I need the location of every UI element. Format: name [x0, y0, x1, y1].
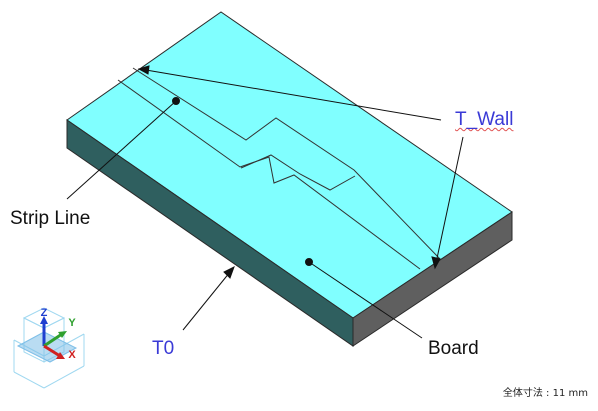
annotation-leaders	[66, 65, 464, 339]
t-wall-label: T_Wall	[455, 109, 514, 130]
x-axis-arrow	[43, 344, 61, 358]
t0-arrowhead	[223, 265, 235, 279]
axis-triad-icon: Z Y X	[13, 307, 85, 389]
board-label: Board	[428, 338, 479, 359]
strip-line-dot	[172, 97, 180, 105]
t-wall-leader-lower	[435, 136, 464, 264]
t-wall-arrowhead-lower	[431, 256, 441, 270]
strip-line-label: Strip Line	[10, 208, 91, 229]
strip-line-lower-edge	[117, 79, 421, 270]
board-dot	[305, 258, 313, 266]
dimension-note: 全体寸法 : 11 mm	[502, 388, 588, 399]
board-leader	[308, 261, 423, 339]
strip-line-center-edge	[240, 154, 356, 191]
strip-line-leader	[66, 100, 177, 200]
z-axis-label: Z	[41, 307, 48, 319]
y-axis-arrow	[43, 332, 63, 348]
t0-label: T0	[152, 338, 175, 359]
t-wall-leader-upper	[145, 69, 442, 121]
t-wall-arrowhead-upper	[137, 65, 150, 75]
x-axis-label: X	[68, 349, 76, 361]
board-model	[66, 11, 513, 347]
y-axis-label: Y	[68, 317, 76, 329]
strip-line-outline	[117, 67, 441, 270]
strip-line-upper-edge	[132, 67, 441, 260]
t0-leader	[182, 271, 231, 331]
board-side-face	[352, 211, 513, 347]
